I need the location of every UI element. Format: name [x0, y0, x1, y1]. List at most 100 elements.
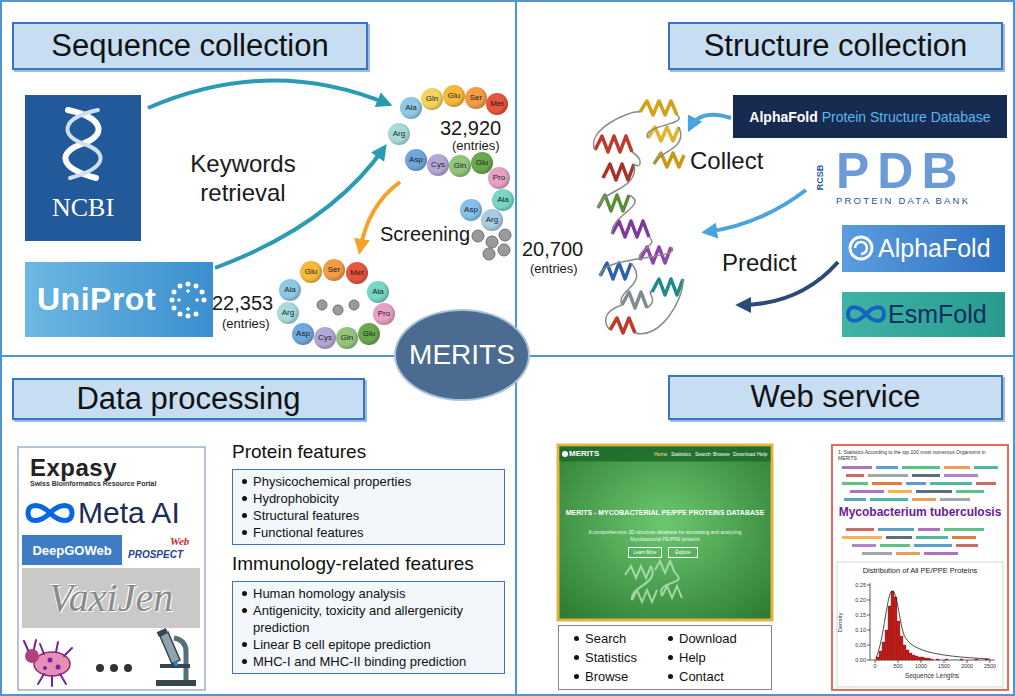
amino-acid-bead: Gln	[336, 327, 358, 349]
expasy-logo: ExpasySwiss Bioinformatics Resource Port…	[24, 451, 199, 493]
node-text: 1. Statistics According to the top 100 m…	[838, 449, 1002, 461]
node-text: Cys	[318, 334, 332, 342]
text-slot: Learn More	[628, 547, 662, 558]
text-slot: RCSB	[815, 161, 826, 193]
bullet-text: Antigenicity, toxicity and allergenicity…	[253, 602, 498, 636]
text-slot: Help	[757, 451, 770, 457]
node-text: Distribution of All PE/PPE Proteins	[840, 566, 1000, 575]
bullet-text: Browse	[585, 667, 665, 686]
text-slot: 2000	[957, 663, 977, 670]
center-ellipse: MERITS	[396, 311, 528, 399]
node-text: Search	[695, 451, 713, 457]
bullet-item: Antigenicity, toxicity and allergenicity…	[239, 602, 498, 636]
amino-acid-bead: Cys	[427, 154, 449, 176]
statistics-panel: 1. Statistics According to the top 100 m…	[832, 445, 1008, 690]
node-text: 1000	[911, 663, 931, 670]
amino-acid-bead: Gln	[449, 155, 471, 177]
node-text: Ser	[328, 266, 340, 274]
node-text: Home	[654, 451, 670, 457]
node-text: Arg	[393, 130, 405, 138]
label-slot: 22,353	[212, 292, 273, 314]
bullet-item: Human homology analysis	[239, 585, 498, 602]
amino-acid-bead: Ser	[465, 87, 487, 109]
bullet-text: Human homology analysis	[253, 585, 498, 602]
node-text: DeepGOWeb	[32, 543, 111, 558]
label-slot: Screening	[380, 223, 470, 245]
node-text: Explore	[668, 547, 698, 558]
text-slot: Download	[733, 451, 757, 457]
text-slot: MERITS - MYCOBACTERIAL PE/PPE PROTEINS D…	[564, 509, 766, 518]
amino-acid-bead: Pro	[488, 167, 510, 189]
node-text: Met	[490, 100, 503, 108]
feature-bullets: Search DownloadStatistics HelpBrowse Contac…	[558, 625, 772, 690]
bullet-item: Physicochemical properties	[239, 473, 498, 490]
node-text: NCBI	[52, 193, 114, 223]
amino-acid-bead: Ala	[492, 189, 514, 211]
bullet-item: Statistics	[571, 648, 665, 667]
node-text: Sequence collection	[51, 29, 328, 63]
text-slot: 1000	[911, 663, 931, 670]
text-slot: 0.15	[844, 612, 866, 619]
text-slot: Mycobacterium tuberculosis	[832, 505, 1008, 519]
bullet-item: Help	[665, 648, 759, 667]
text-slot: 1500	[934, 663, 954, 670]
bullet-text: Hydrophobicity	[253, 490, 498, 507]
text-slot: 0.10	[844, 627, 866, 634]
label-slot: Collect	[690, 148, 763, 174]
text-slot: Browse	[713, 451, 732, 457]
label-slot: (entries)	[530, 262, 578, 276]
annotation-label: Collect	[690, 148, 763, 174]
amino-acid-bead: Ala	[367, 281, 389, 303]
node-text: 0.00	[844, 657, 866, 664]
uniprot-logo: UniProt	[25, 262, 213, 337]
amino-acid-bead: Arg	[388, 123, 410, 145]
amino-acid-bead: Met	[486, 93, 508, 115]
bullet-text: Help	[679, 648, 759, 667]
bullet-dot	[242, 659, 247, 664]
bullet-text: Statistics	[585, 648, 665, 667]
bullet-dot	[668, 655, 673, 660]
list-heading: Immunology-related features	[232, 552, 505, 575]
node-text: Protein Structure Database	[822, 109, 991, 125]
node-text: PROTEIN DATA BANK	[836, 195, 1000, 206]
amino-acid-bead: Arg	[481, 209, 503, 231]
label-slot: 20,700	[522, 238, 583, 260]
amino-acid-bead: Glu	[358, 323, 380, 345]
amino-acid-bead: Arg	[277, 302, 299, 324]
section-header: Web service	[668, 375, 1003, 420]
bullet-text: Search	[585, 629, 665, 648]
annotation-label: Screening	[380, 223, 470, 245]
node-text: Meta AI	[78, 496, 180, 530]
node-text: Ser	[470, 94, 482, 102]
text-slot: 2500	[980, 663, 1000, 670]
annotation-label: 32,920	[440, 117, 501, 139]
label-slot: (entries)	[452, 139, 500, 153]
bullet-text: Download	[679, 629, 759, 648]
bullet-item: Search	[571, 629, 665, 648]
node-text: Gln	[341, 334, 353, 342]
node-text: MERITS - MYCOBACTERIAL PE/PPE PROTEINS D…	[564, 509, 766, 518]
bullet-text: Contact	[679, 667, 759, 686]
vaxijen-logo: VaxiJen	[22, 568, 200, 628]
node-text: Pro	[493, 174, 505, 182]
label-slot: Keywords retrieval	[178, 150, 308, 208]
node-text: Gln	[454, 162, 466, 170]
node-text: Browse	[713, 451, 732, 457]
node-text: PDB	[836, 146, 1000, 196]
annotation-label: (entries)	[530, 262, 578, 276]
bullet-dot	[242, 530, 247, 535]
node-text: Download	[733, 451, 757, 457]
label-slot: 32,920	[440, 117, 501, 139]
bullet-text: Functional features	[253, 524, 498, 541]
node-text: AlphaFold	[878, 234, 991, 263]
node-text: Glu	[448, 92, 460, 100]
node-text: Ala	[405, 104, 417, 112]
text-slot: 0.00	[844, 657, 866, 664]
node-text: Ala	[372, 288, 384, 296]
text-slot: Sequence Lengths	[882, 672, 982, 680]
section-header: Structure collection	[668, 22, 1003, 70]
node-text: 0.05	[844, 642, 866, 649]
website-screenshot: MERITSHomeStatisticsSearchBrowseDownload…	[558, 445, 772, 620]
node-text: Glu	[363, 330, 375, 338]
node-text: Asp	[464, 206, 478, 214]
